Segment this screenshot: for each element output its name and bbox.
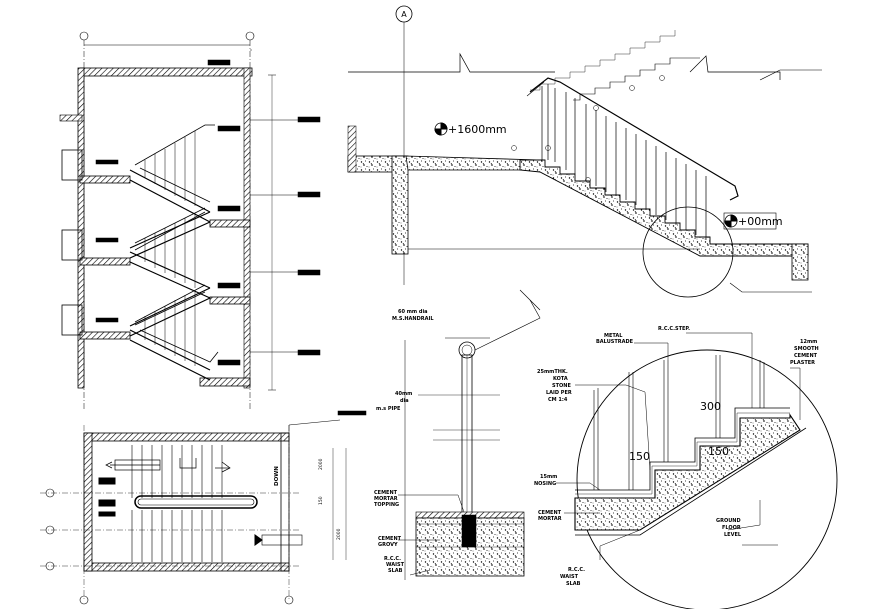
- rail-label-2: M.S.HANDRAIL: [392, 316, 434, 322]
- floor-label-1: GROUND: [716, 518, 741, 524]
- plaster-label-1: 12mm: [800, 339, 817, 345]
- kota-label-2: KOTA: [553, 376, 568, 382]
- nosing-label-1: 15mm: [540, 474, 557, 480]
- kota-label-4: LAID PER: [546, 390, 572, 396]
- plaster-label-4: PLASTER: [790, 360, 815, 366]
- slab-label-2: WAIST: [386, 562, 405, 568]
- mortar-label-1: CEMENT: [538, 510, 562, 516]
- kota-label-3: STONE: [552, 383, 571, 389]
- grid-label-a: A: [401, 10, 407, 19]
- stair-elevation: [347, 5, 822, 298]
- plan-dim-1: 2000: [318, 458, 324, 470]
- nosing-label-2: NOSING: [534, 481, 556, 487]
- plan-dim-3: 2000: [336, 528, 342, 540]
- plaster-label-2: SMOOTH: [794, 346, 819, 352]
- topping-label-3: TOPPING: [374, 502, 399, 508]
- plan-dim-2: 150: [318, 496, 324, 505]
- kota-label-1: 25mmTHK.: [537, 369, 568, 375]
- kota-label-5: CM 1:4: [548, 397, 568, 403]
- level-top: +1600mm: [448, 123, 507, 136]
- grout-label-1: CEMENT: [378, 536, 402, 542]
- rail-label-1: 60 mm dia: [398, 309, 428, 315]
- topping-label-1: CEMENT: [374, 490, 398, 496]
- handrail-detail: [398, 289, 541, 580]
- step-label: R.C.C.STEP.: [658, 326, 690, 332]
- baluster-label-1: METAL: [604, 333, 623, 339]
- building-section: [59, 31, 367, 416]
- floor-label-3: LEVEL: [724, 532, 742, 538]
- mortar-label-2: MORTAR: [538, 516, 562, 522]
- dim-riser: 150: [629, 450, 650, 463]
- waist-label-1: R.C.C.: [568, 567, 585, 573]
- dim-riser-2: 150: [708, 445, 729, 458]
- grout-label-2: GROVY: [378, 542, 398, 548]
- baluster-label-2: BALUSTRADE: [596, 339, 634, 345]
- plaster-label-3: CEMENT: [794, 353, 818, 359]
- annotations: A +1600mm +00mm DOWN 2000 150 2000 60 mm…: [274, 10, 819, 587]
- floor-label-2: FLOOR: [722, 525, 741, 531]
- topping-label-2: MORTAR: [374, 496, 398, 502]
- dim-tread: 300: [700, 400, 721, 413]
- step-detail: [556, 332, 838, 609]
- pipe-label-3: m.s PIPE: [376, 406, 401, 412]
- slab-label-1: R.C.C.: [384, 556, 401, 562]
- plan-down-stamp: DOWN: [274, 466, 280, 486]
- pipe-label-2: dia: [400, 398, 409, 404]
- waist-label-2: WAIST: [560, 574, 579, 580]
- level-bottom: +00mm: [738, 215, 783, 228]
- pipe-label-1: 40mm: [395, 391, 412, 397]
- waist-label-3: SLAB: [566, 581, 581, 587]
- slab-label-3: SLAB: [388, 568, 403, 574]
- stair-plan: [40, 419, 347, 605]
